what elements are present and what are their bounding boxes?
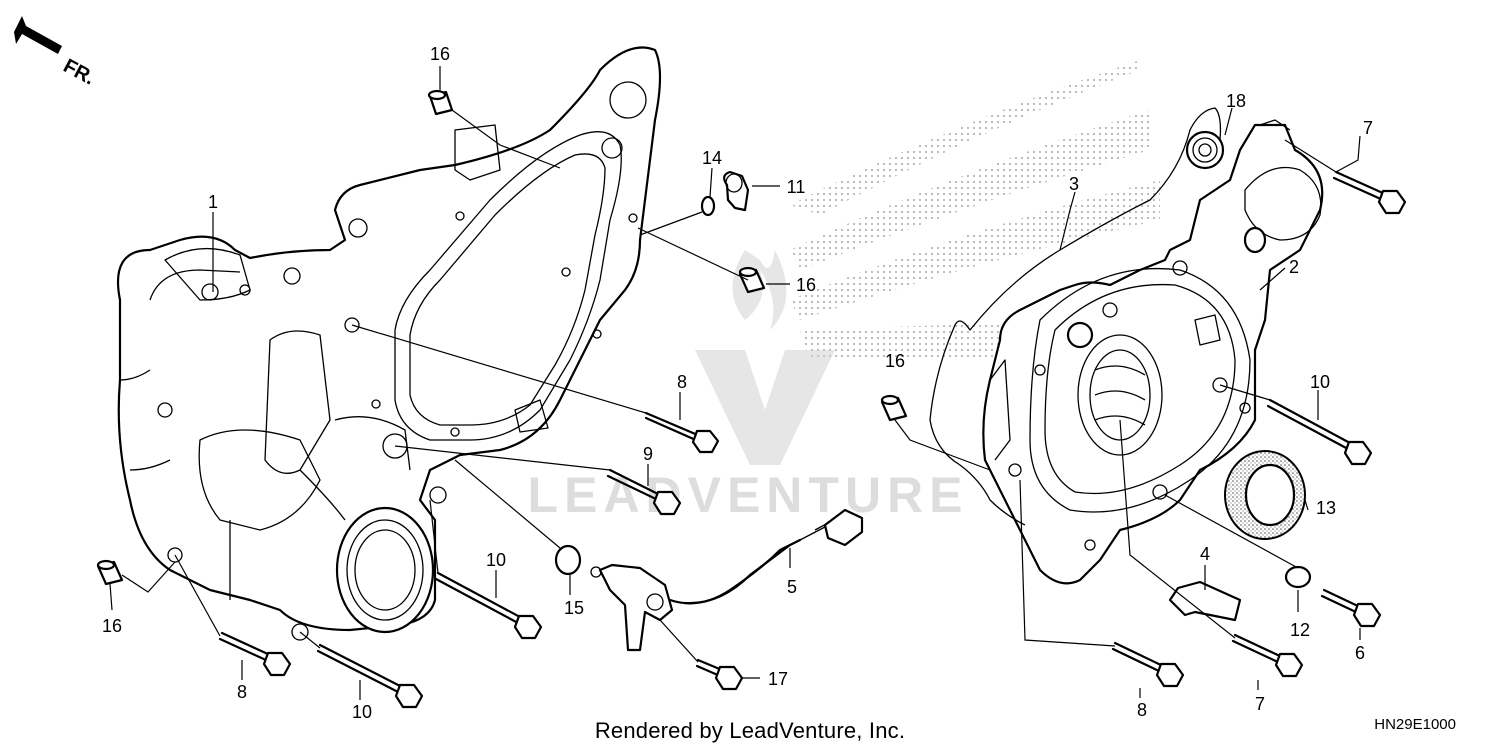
callout-8-bottom: 8	[237, 682, 247, 702]
bearing	[1185, 130, 1225, 170]
callout-8-upper: 8	[677, 372, 687, 392]
dowel-pin-right	[880, 394, 908, 422]
callout-10-bottom: 10	[352, 702, 372, 722]
gasket	[929, 107, 1222, 526]
callout-9: 9	[643, 444, 653, 464]
callout-7-bottom: 7	[1255, 694, 1265, 714]
leader-lines	[109, 66, 1361, 700]
callout-7-top: 7	[1363, 118, 1373, 138]
callout-10-right: 10	[1310, 372, 1330, 392]
callout-12: 12	[1290, 620, 1310, 640]
washer-12	[1284, 565, 1312, 589]
callouts: 1 16 14 11 16 8 9 10 15 5 17 16 8 10 3 1…	[102, 44, 1373, 722]
callout-11: 11	[787, 177, 806, 197]
footer-credit: Rendered by LeadVenture, Inc.	[594, 718, 906, 743]
callout-5: 5	[787, 577, 797, 597]
left-crankcase-cover	[116, 46, 662, 641]
callout-4: 4	[1200, 544, 1210, 564]
orientation-label: FR.	[60, 55, 99, 90]
callout-17: 17	[768, 669, 788, 689]
right-cover	[982, 119, 1324, 585]
callout-10-mid: 10	[486, 550, 506, 570]
callout-15: 15	[564, 598, 584, 618]
callout-13: 13	[1316, 498, 1336, 518]
callout-16-top: 16	[430, 44, 450, 64]
dowel-pin-top	[427, 89, 454, 116]
dowel-pin-mid	[738, 266, 766, 294]
callout-6: 6	[1355, 643, 1365, 663]
dowel-pin-left	[96, 559, 124, 586]
watermark-text: LEADVENTURE	[527, 467, 968, 523]
bracket	[1168, 580, 1242, 622]
callout-16-mid: 16	[796, 275, 816, 295]
oil-seal	[1224, 450, 1306, 540]
callout-14: 14	[702, 148, 722, 168]
callout-18: 18	[1226, 91, 1246, 111]
plug-bolt	[723, 170, 750, 212]
callout-1: 1	[208, 192, 218, 212]
callout-2: 2	[1289, 257, 1299, 277]
bolts	[218, 170, 1407, 709]
front-direction-arrow-icon	[14, 16, 62, 54]
o-ring	[554, 544, 582, 576]
callout-16-left: 16	[102, 616, 122, 636]
callout-8-right: 8	[1137, 700, 1147, 720]
callout-16-right: 16	[885, 351, 905, 371]
diagram-code: HN29E1000	[1374, 716, 1456, 733]
sealing-washer	[700, 195, 716, 217]
speed-sensor	[590, 508, 864, 652]
callout-3: 3	[1069, 174, 1079, 194]
